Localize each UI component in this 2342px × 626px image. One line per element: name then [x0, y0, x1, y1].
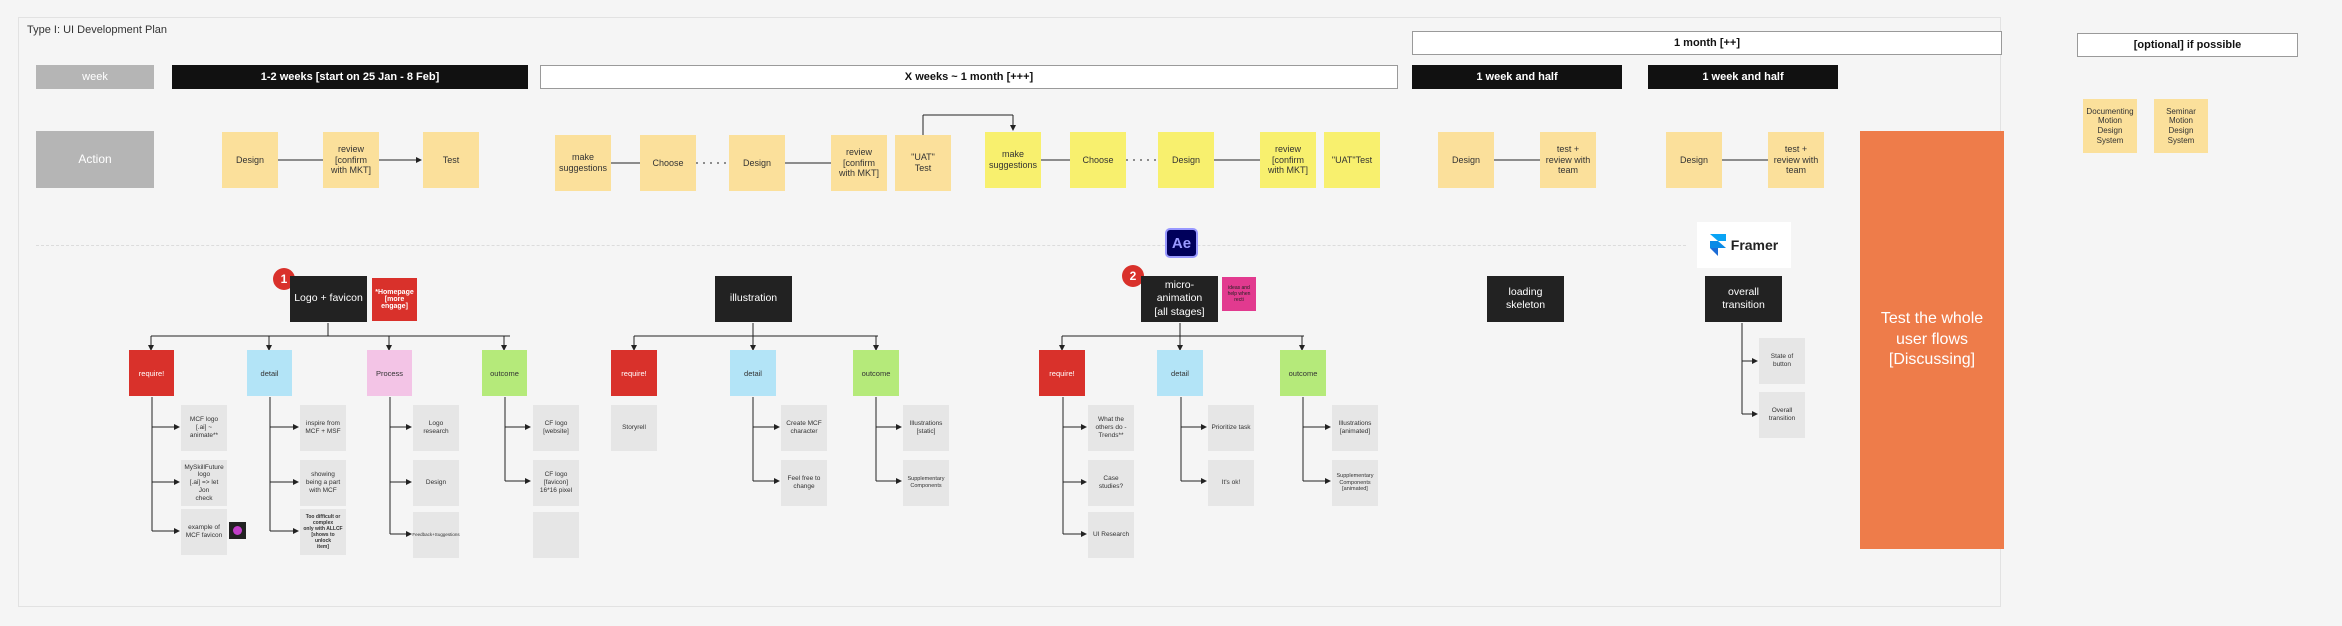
- logo-require-item: MySkillFuture logo [.ai] => let Jon chec…: [181, 460, 227, 506]
- micro-tag-outcome: outcome: [1280, 350, 1326, 396]
- micro-animation-card: micro- animation [all stages]: [1141, 276, 1218, 322]
- phase2-header: X weeks ~ 1 month [+++]: [540, 65, 1398, 89]
- p1-review: review [confirm with MKT]: [323, 132, 379, 188]
- logo-require-item: MCF logo [.ai] ~ animate**: [181, 405, 227, 451]
- p2-choose: Choose: [640, 135, 696, 191]
- logo-favicon-card: Logo + favicon: [290, 276, 367, 322]
- logo-outcome-item: [533, 512, 579, 558]
- framer-label: Framer: [1730, 237, 1779, 253]
- p2b-choose: Choose: [1070, 132, 1126, 188]
- framer-logo: Framer: [1697, 222, 1791, 268]
- micro-note: ideas and help when recti: [1222, 277, 1256, 311]
- p2-make-suggestions: make suggestions: [555, 135, 611, 191]
- logo-process-item: Design: [413, 460, 459, 506]
- micro-outcome-item: Illustrations [animated]: [1332, 405, 1378, 451]
- framer-icon: [1709, 234, 1726, 256]
- logo-detail-item: Too difficult or complex only with ALLCF…: [300, 509, 346, 555]
- p4-test-review: test + review with team: [1768, 132, 1824, 188]
- micro-require-item: What the others do - Trends**: [1088, 405, 1134, 451]
- illustration-tag-require: require!: [611, 350, 657, 396]
- logo-detail-item: inspire from MCF + MSF: [300, 405, 346, 451]
- test-user-flows-box: Test the whole user flows [Discussing]: [1860, 131, 2004, 549]
- p2b-make-suggestions: make suggestions: [985, 132, 1041, 188]
- logo-tag-process: Process: [367, 350, 412, 396]
- micro-detail-item: Prioritize task: [1208, 405, 1254, 451]
- illustration-card: illustration: [715, 276, 792, 322]
- p2b-uat-test: "UAT"Test: [1324, 132, 1380, 188]
- logo-tag-detail: detail: [247, 350, 292, 396]
- step-badge-2: 2: [1122, 265, 1144, 287]
- overall-item: State of button: [1759, 338, 1805, 384]
- phase1-header: 1-2 weeks [start on 25 Jan - 8 Feb]: [172, 65, 528, 89]
- overall-transition-card: overall transition: [1705, 276, 1782, 322]
- overall-item: Overall transition: [1759, 392, 1805, 438]
- p3-design: Design: [1438, 132, 1494, 188]
- section-divider: [36, 245, 1686, 246]
- p2b-design: Design: [1158, 132, 1214, 188]
- p1-design: Design: [222, 132, 278, 188]
- logo-outcome-item: CF logo [favicon] 16*16 pixel: [533, 460, 579, 506]
- step-badge-1: 1: [273, 268, 295, 290]
- illustration-tag-outcome: outcome: [853, 350, 899, 396]
- favicon-example-icon: [229, 522, 246, 539]
- logo-tag-outcome: outcome: [482, 350, 527, 396]
- logo-detail-item: showing being a part with MCF: [300, 460, 346, 506]
- logo-outcome-item: CF logo [website]: [533, 405, 579, 451]
- month-header: 1 month [++]: [1412, 31, 2002, 55]
- micro-tag-require: require!: [1039, 350, 1085, 396]
- illustration-outcome-item: Illustrations [static]: [903, 405, 949, 451]
- illustration-tag-detail: detail: [730, 350, 776, 396]
- action-label: Action: [36, 131, 154, 188]
- micro-require-item: Case studies?: [1088, 460, 1134, 506]
- micro-outcome-item: Supplementary Components [animated]: [1332, 460, 1378, 506]
- micro-detail-item: It's ok!: [1208, 460, 1254, 506]
- p2-review: review [confirm with MKT]: [831, 135, 887, 191]
- logo-tag-require: require!: [129, 350, 174, 396]
- illustration-detail-item: Feel free to change: [781, 460, 827, 506]
- p2-design: Design: [729, 135, 785, 191]
- p3-test-review: test + review with team: [1540, 132, 1596, 188]
- homepage-note: *Homepage [more engage]: [372, 278, 417, 321]
- p4-design: Design: [1666, 132, 1722, 188]
- after-effects-icon: Ae: [1165, 228, 1198, 258]
- logo-process-item: Feedback+Suggestions: [412, 512, 460, 558]
- optional-seminar: Seminar Motion Design System: [2154, 99, 2208, 153]
- illustration-require-item: Storyrell: [611, 405, 657, 451]
- week-header: week: [36, 65, 154, 89]
- p2-uat-test: "UAT" Test: [895, 135, 951, 191]
- loading-skeleton-card: loading skeleton: [1487, 276, 1564, 322]
- illustration-detail-item: Create MCF character: [781, 405, 827, 451]
- micro-tag-detail: detail: [1157, 350, 1203, 396]
- p1-test: Test: [423, 132, 479, 188]
- p2b-review: review [confirm with MKT]: [1260, 132, 1316, 188]
- illustration-outcome-item: Supplementary Components: [903, 460, 949, 506]
- board-title: Type I: UI Development Plan: [27, 24, 168, 36]
- phase3-header: 1 week and half: [1412, 65, 1622, 89]
- phase4-header: 1 week and half: [1648, 65, 1838, 89]
- optional-header: [optional] if possible: [2077, 33, 2298, 57]
- logo-require-item: example of MCF favicon: [181, 509, 227, 555]
- micro-require-item: UI Research: [1088, 512, 1134, 558]
- logo-process-item: Logo research: [413, 405, 459, 451]
- optional-documenting: Documenting Motion Design System: [2083, 99, 2137, 153]
